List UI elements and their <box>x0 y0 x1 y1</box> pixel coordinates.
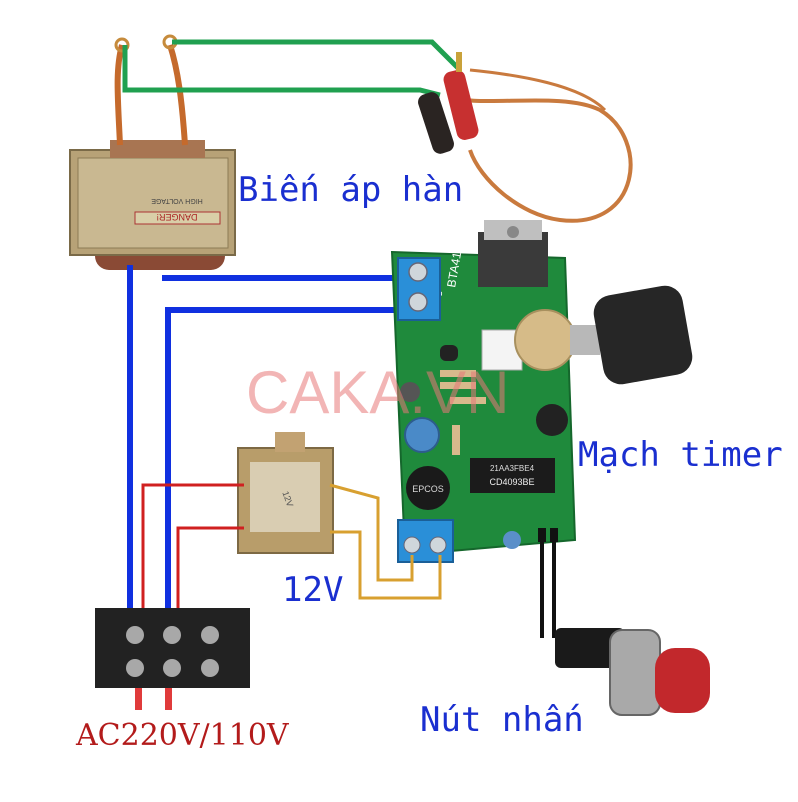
push-button <box>555 628 710 716</box>
watermark: CAKA.VN <box>246 359 510 426</box>
transformer-sub: HIGH VOLTAGE <box>151 197 203 204</box>
svg-text:EPCOS: EPCOS <box>412 484 444 494</box>
ic-label: CD4093BE <box>489 477 534 487</box>
mains-terminal <box>95 608 250 710</box>
potentiometer <box>514 285 693 385</box>
mains-label: AC220V/110V <box>76 718 289 753</box>
voltage-label: 12V <box>282 570 344 610</box>
blue-wires <box>127 265 408 630</box>
black-wires <box>540 540 556 638</box>
button-label: Nút nhấn <box>420 700 584 740</box>
transformer-label: Biến áp hàn <box>238 170 464 210</box>
red-wires <box>141 483 244 630</box>
ic-code: 21AA3FBE4 <box>490 464 535 473</box>
transformer-warning: DANGER! <box>156 212 197 222</box>
small-transformer: 12V <box>237 432 334 554</box>
timer-label: Mạch timer <box>578 435 783 475</box>
welding-transformer: DANGER! HIGH VOLTAGE <box>69 34 236 270</box>
yellow-wires <box>329 483 442 600</box>
triac-label: BTA41 <box>444 251 464 289</box>
welding-probes <box>418 52 633 223</box>
